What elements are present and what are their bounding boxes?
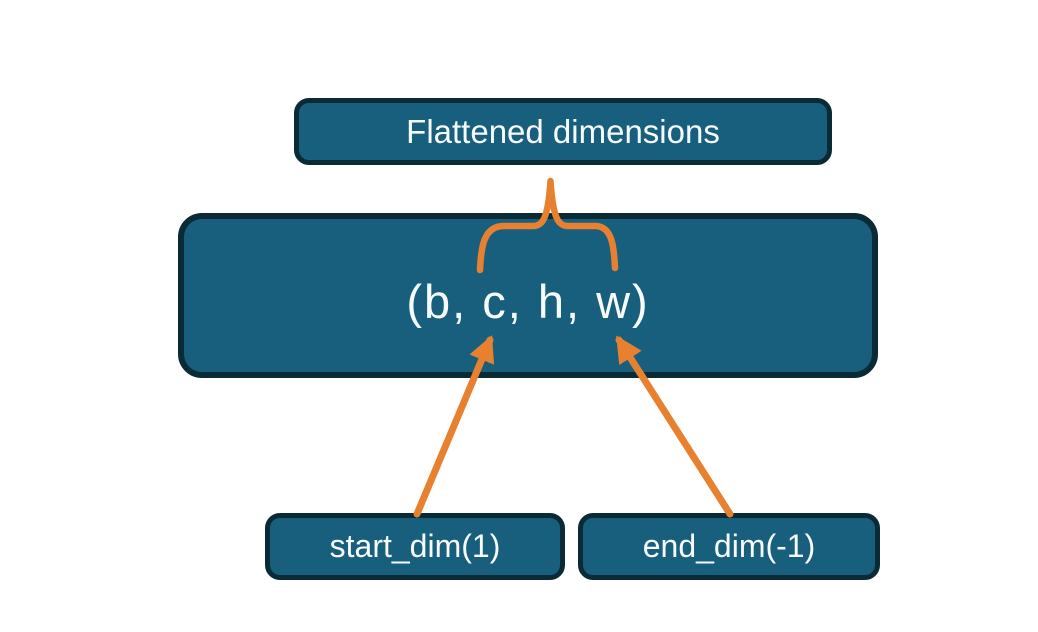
flattened-dimensions-label: Flattened dimensions [406,112,720,150]
tensor-shape-box: (b, c, h, w) [178,213,878,378]
end-dim-label: end_dim(-1) [642,528,816,564]
tensor-shape-label: (b, c, h, w) [406,275,650,328]
start-dim-label: start_dim(1) [329,528,501,564]
flattened-dimensions-box: Flattened dimensions [294,98,832,165]
end-dim-box: end_dim(-1) [578,513,880,580]
start-dim-box: start_dim(1) [265,513,565,580]
